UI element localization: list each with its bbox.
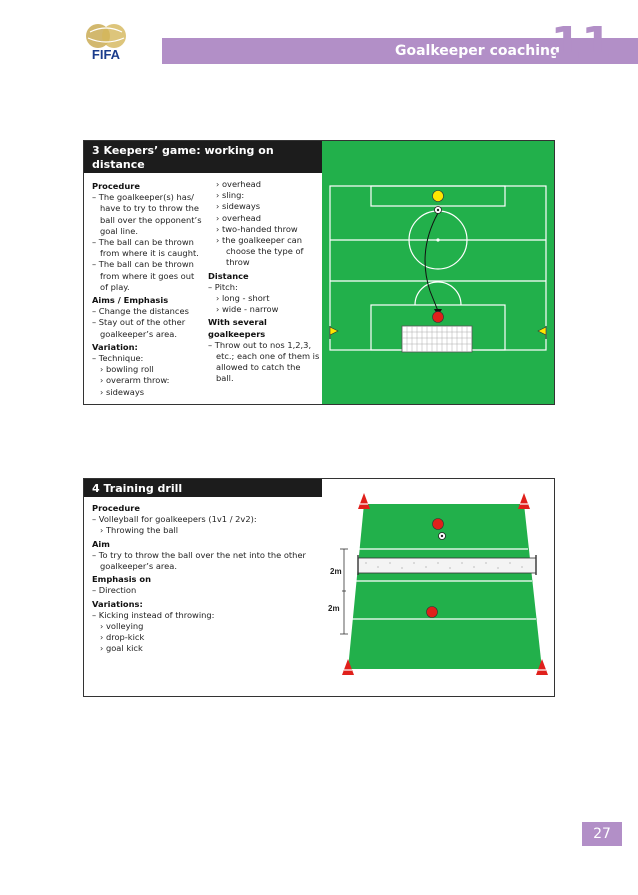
list-item: – Stay out of the other goalkeeper’s are…: [92, 317, 186, 339]
list-item: › drop-kick: [100, 632, 145, 643]
pitch-surface: [322, 141, 554, 404]
section-heading: Variations:: [92, 598, 143, 609]
list-item: › bowling roll: [100, 364, 154, 375]
dimension-markers: [340, 548, 348, 635]
list-item: – Technique:: [92, 353, 144, 364]
cone-top-left: [358, 493, 370, 509]
list-item: – Direction: [92, 585, 137, 596]
header-bar: [162, 38, 638, 64]
list-item: › Throwing the ball: [100, 525, 179, 536]
player-red-top: [432, 518, 444, 530]
dimension-label-top: 2m: [330, 567, 342, 576]
volleyball-net: [357, 555, 537, 575]
logo-text: FIFA: [92, 47, 121, 62]
list-item: – The ball can be thrown from where it i…: [92, 237, 199, 259]
list-item: › wide - narrow: [216, 304, 279, 315]
cone-bottom-right: [536, 659, 548, 675]
section-3-column-2: › overhead› sling:› sideways› overhead› …: [208, 179, 320, 385]
section-4-column: Procedure– Volleyball for goalkeepers (1…: [92, 501, 312, 655]
list-item: › volleying: [100, 621, 144, 632]
volleyball-drill-diagram: 2m 2m: [328, 493, 548, 675]
section-heading: Procedure: [92, 503, 140, 513]
list-item: – Pitch:: [208, 281, 238, 292]
list-item: – Kicking instead of throwing:: [92, 609, 215, 620]
list-item: › overhead: [216, 179, 262, 189]
list-item: – Throw out to nos 1,2,3, etc.; each one…: [208, 339, 320, 384]
list-item: – The ball can be thrown from where it g…: [92, 259, 195, 292]
list-item: › long - short: [216, 293, 270, 304]
list-item: – The goalkeeper(s) has/ have to try to …: [92, 192, 202, 236]
section-4-box: 4 Training drill Procedure– Volleyball f…: [83, 478, 555, 697]
section-heading: Distance: [208, 270, 249, 281]
list-item: › sling:: [216, 190, 245, 201]
section-3-title-line2: (+ direction): [106, 172, 185, 185]
pitch-diagram-distance: [322, 141, 554, 404]
throw-path: [424, 212, 439, 312]
top-penalty-box: [370, 185, 506, 207]
cone-top-right: [518, 493, 530, 509]
section-4-title: 4 Training drill: [84, 479, 322, 497]
player-red-bottom: [426, 606, 438, 618]
list-item: – Change the distances: [92, 306, 189, 317]
section-heading: Emphasis on: [92, 574, 151, 585]
section-3-column-1: Procedure– The goalkeeper(s) has/ have t…: [92, 179, 204, 398]
section-3-box: 3 Keepers’ game: working on distance (+ …: [83, 140, 555, 405]
list-item: – Volleyball for goalkeepers (1v1 / 2v2)…: [92, 514, 257, 525]
drill-field: [348, 504, 542, 669]
list-item: › the goalkeeper can choose the type of …: [216, 235, 304, 268]
fifa-logo: FIFA: [86, 24, 126, 62]
list-item: › overarm throw:: [100, 375, 170, 386]
penalty-arc: [414, 281, 462, 306]
player-red: [432, 311, 444, 323]
section-3-title: 3 Keepers’ game: working on distance (+ …: [84, 141, 322, 185]
goal-net: [401, 325, 473, 353]
list-item: › goal kick: [100, 643, 143, 654]
corner-flag-right: [537, 326, 547, 339]
cone-bottom-left: [342, 659, 354, 675]
section-heading: With several goalkeepers: [208, 317, 267, 339]
chapter-number: 11: [550, 18, 612, 69]
section-3-title-line1: 3 Keepers’ game: working on distance: [92, 144, 274, 171]
page-number: 27: [582, 822, 622, 846]
list-item: – To try to throw the ball over the net …: [92, 549, 306, 572]
corner-flag-left: [329, 326, 339, 339]
section-heading: Aims / Emphasis: [92, 295, 169, 306]
page-title: Goalkeeper coaching: [395, 43, 560, 59]
list-item: › two-handed throw: [216, 223, 298, 234]
list-item: › sideways: [100, 386, 145, 397]
section-heading: Procedure: [92, 181, 140, 191]
list-item: › sideways: [216, 201, 261, 212]
dimension-label-bottom: 2m: [328, 604, 340, 613]
section-heading: Variation:: [92, 341, 138, 352]
section-heading: Aim: [92, 538, 110, 549]
player-yellow: [432, 190, 444, 202]
list-item: › overhead: [216, 212, 262, 223]
